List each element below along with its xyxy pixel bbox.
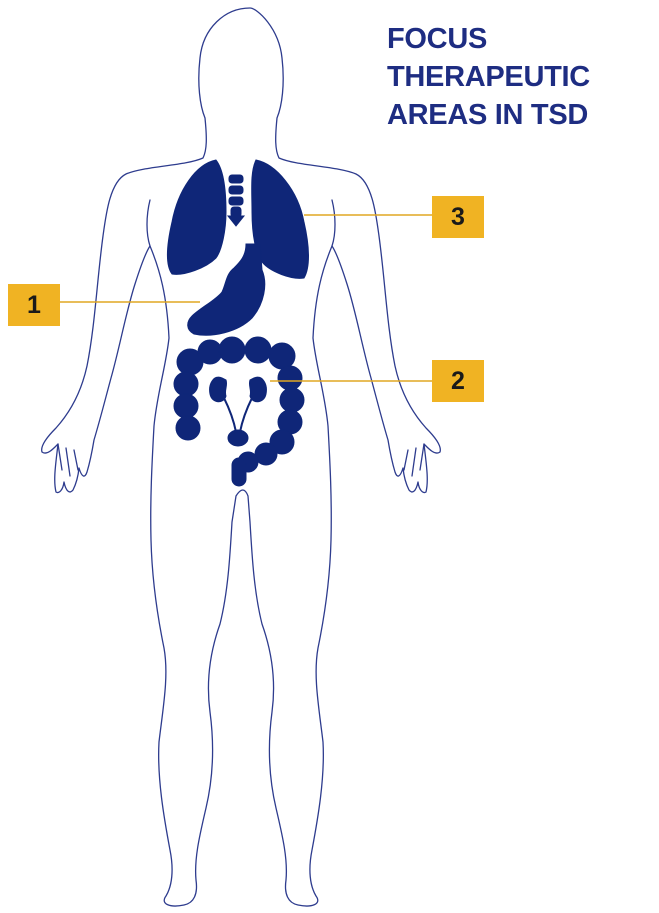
callout-stomach[interactable]: 1	[8, 284, 60, 326]
ureters	[224, 398, 252, 432]
kidneys	[210, 377, 267, 446]
right-hand-fingers	[404, 444, 424, 476]
bladder	[228, 430, 248, 446]
title-line-1: FOCUS	[387, 20, 590, 58]
callout-lungs[interactable]: 3	[432, 196, 484, 238]
organs	[168, 160, 309, 486]
title-line-2: THERAPEUTIC	[387, 58, 590, 96]
trachea	[228, 175, 244, 226]
left-armpit-line	[147, 200, 150, 246]
left-hand-fingers	[58, 444, 78, 476]
title-line-3: AREAS IN TSD	[387, 96, 590, 134]
right-armpit-line	[332, 200, 335, 246]
diagram-title: FOCUS THERAPEUTIC AREAS IN TSD	[387, 20, 590, 134]
large-intestine	[174, 337, 304, 486]
left-lung	[168, 160, 227, 274]
callout-kidneys[interactable]: 2	[432, 360, 484, 402]
